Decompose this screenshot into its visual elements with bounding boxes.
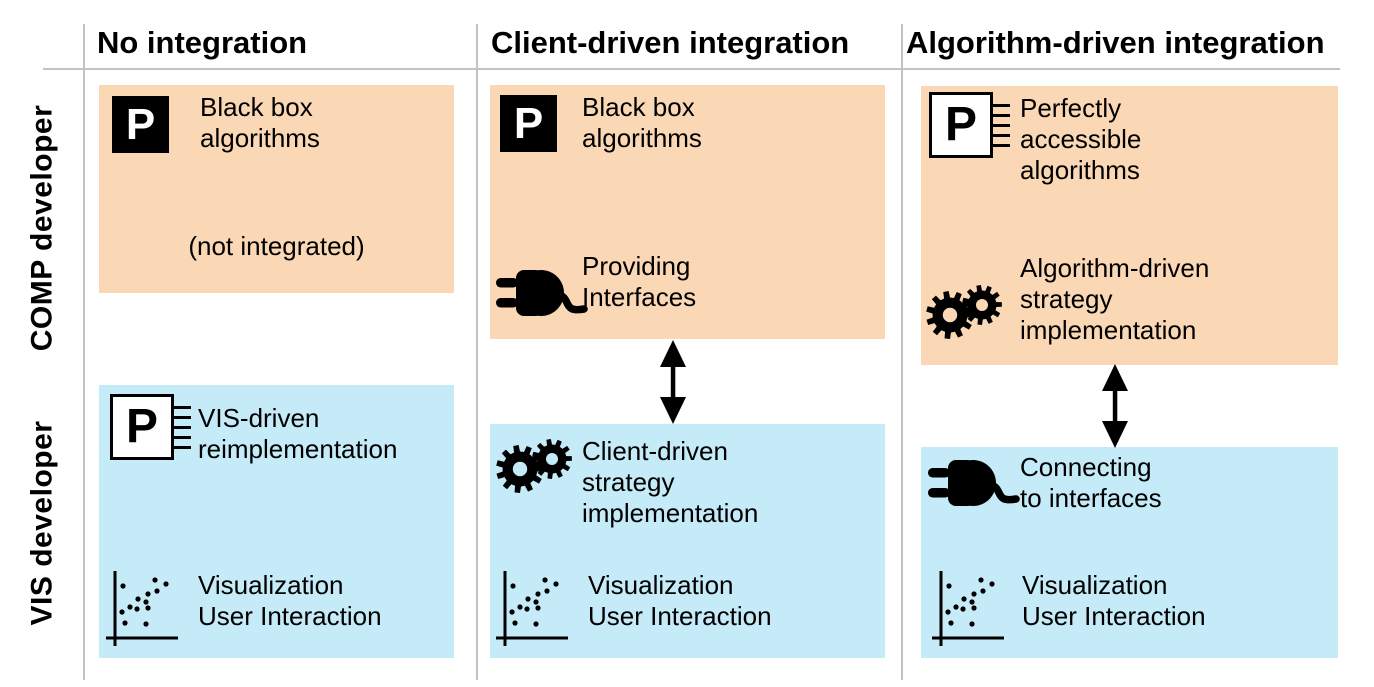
gears-icon (926, 285, 1002, 339)
row-label-comp-developer: COMP developer (6, 85, 78, 370)
double-arrow-icon (1102, 364, 1128, 448)
accessible-algorithm-icon: P (110, 394, 191, 460)
algorithm-driven-strategy-label: Algorithm-driven strategy implementation (1020, 253, 1210, 345)
column-separator-line-2 (901, 24, 903, 680)
column-header-no-integration: No integration (97, 25, 308, 60)
plug-icon (928, 460, 1020, 506)
row-label-separator-line (83, 24, 85, 680)
visualization-user-interaction-label: Visualization User Interaction (1022, 570, 1206, 631)
p-glyph: P (125, 400, 158, 453)
plug-icon (496, 270, 588, 316)
black-box-algorithm-icon: P (500, 95, 557, 152)
accessible-algorithm-icon: P (929, 92, 1010, 158)
providing-interfaces-label: Providing Interfaces (582, 251, 697, 312)
interface-pins-icon (993, 104, 1010, 147)
client-driven-vis-box (490, 424, 885, 658)
black-box-algorithm-icon: P (112, 96, 169, 153)
vis-developer-label: VIS developer (25, 420, 59, 625)
p-glyph: P (944, 98, 977, 151)
column-separator-line-1 (476, 24, 478, 680)
black-box-algorithms-label: Black box algorithms (200, 92, 320, 153)
visualization-user-interaction-label: Visualization User Interaction (588, 570, 772, 631)
vis-driven-reimplementation-label: VIS-driven reimplementation (198, 403, 398, 464)
column-header-client-driven: Client-driven integration (491, 25, 850, 60)
gears-icon (496, 439, 572, 493)
double-arrow-icon (660, 340, 686, 424)
column-header-algorithm-driven: Algorithm-driven integration (906, 25, 1325, 60)
interface-pins-icon (174, 406, 191, 449)
p-glyph: P (513, 98, 544, 148)
p-glyph: P (125, 99, 156, 149)
black-box-algorithms-label: Black box algorithms (582, 92, 702, 153)
comp-developer-label: COMP developer (25, 104, 58, 351)
header-separator-line (43, 68, 1340, 70)
client-driven-strategy-label: Client-driven strategy implementation (582, 436, 759, 528)
perfectly-accessible-algorithms-label: Perfectly accessible algorithms (1020, 93, 1142, 185)
visualization-user-interaction-label: Visualization User Interaction (198, 570, 382, 631)
scatterplot-icon (496, 571, 568, 646)
scatterplot-icon (106, 571, 178, 646)
scatterplot-icon (932, 571, 1004, 646)
connecting-to-interfaces-label: Connecting to interfaces (1020, 452, 1162, 513)
row-label-vis-developer: VIS developer (6, 385, 78, 660)
not-integrated-note: (not integrated) (188, 231, 365, 261)
